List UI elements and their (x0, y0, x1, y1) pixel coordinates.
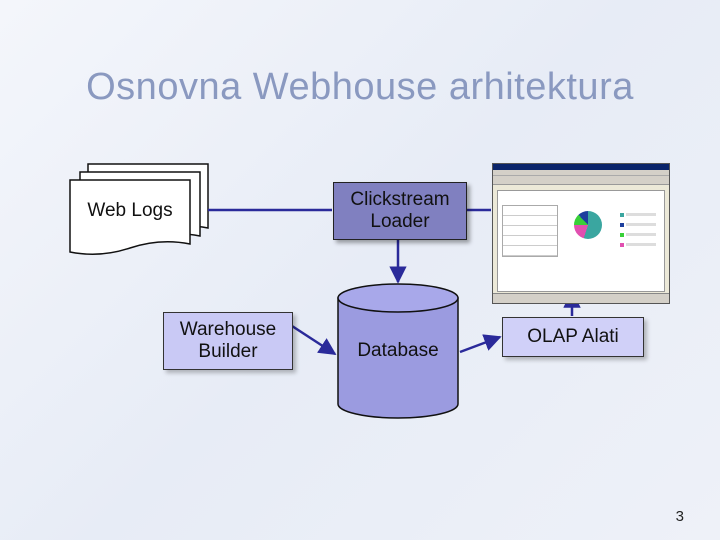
olap-tools-label: OLAP Alati (527, 326, 619, 347)
clickstream-loader-label: Clickstream Loader (350, 189, 450, 232)
screenshot-titlebar (493, 164, 669, 170)
database-label: Database (357, 340, 439, 361)
database-cylinder-icon (337, 283, 459, 419)
arrow-builder-database (291, 324, 337, 356)
screenshot-grid (502, 205, 558, 257)
screenshot-taskbar (493, 293, 669, 303)
web-logs-documents-icon (69, 163, 209, 255)
screenshot-legend-swatch (620, 243, 624, 247)
screenshot-legend-swatch (620, 223, 624, 227)
screenshot-legend-line (626, 213, 656, 216)
warehouse-builder-label: Warehouse Builder (179, 319, 277, 362)
warehouse-builder-box: Warehouse Builder (163, 312, 293, 370)
olap-application-screenshot (492, 163, 670, 304)
screenshot-legend-line (626, 223, 656, 226)
clickstream-loader-box: Clickstream Loader (333, 182, 467, 240)
slide-title: Osnovna Webhouse arhitektura (86, 66, 634, 108)
arrow-database-olap (459, 334, 502, 354)
screenshot-legend-line (626, 243, 656, 246)
screenshot-toolbar (493, 176, 669, 185)
screenshot-pie-chart-icon (574, 211, 602, 239)
screenshot-menubar (493, 170, 669, 176)
screenshot-legend-line (626, 233, 656, 236)
olap-tools-box: OLAP Alati (502, 317, 644, 357)
web-logs-label: Web Logs (87, 200, 173, 221)
page-number: 3 (675, 508, 684, 525)
screenshot-legend-swatch (620, 213, 624, 217)
screenshot-report-area (497, 190, 665, 292)
screenshot-legend-swatch (620, 233, 624, 237)
